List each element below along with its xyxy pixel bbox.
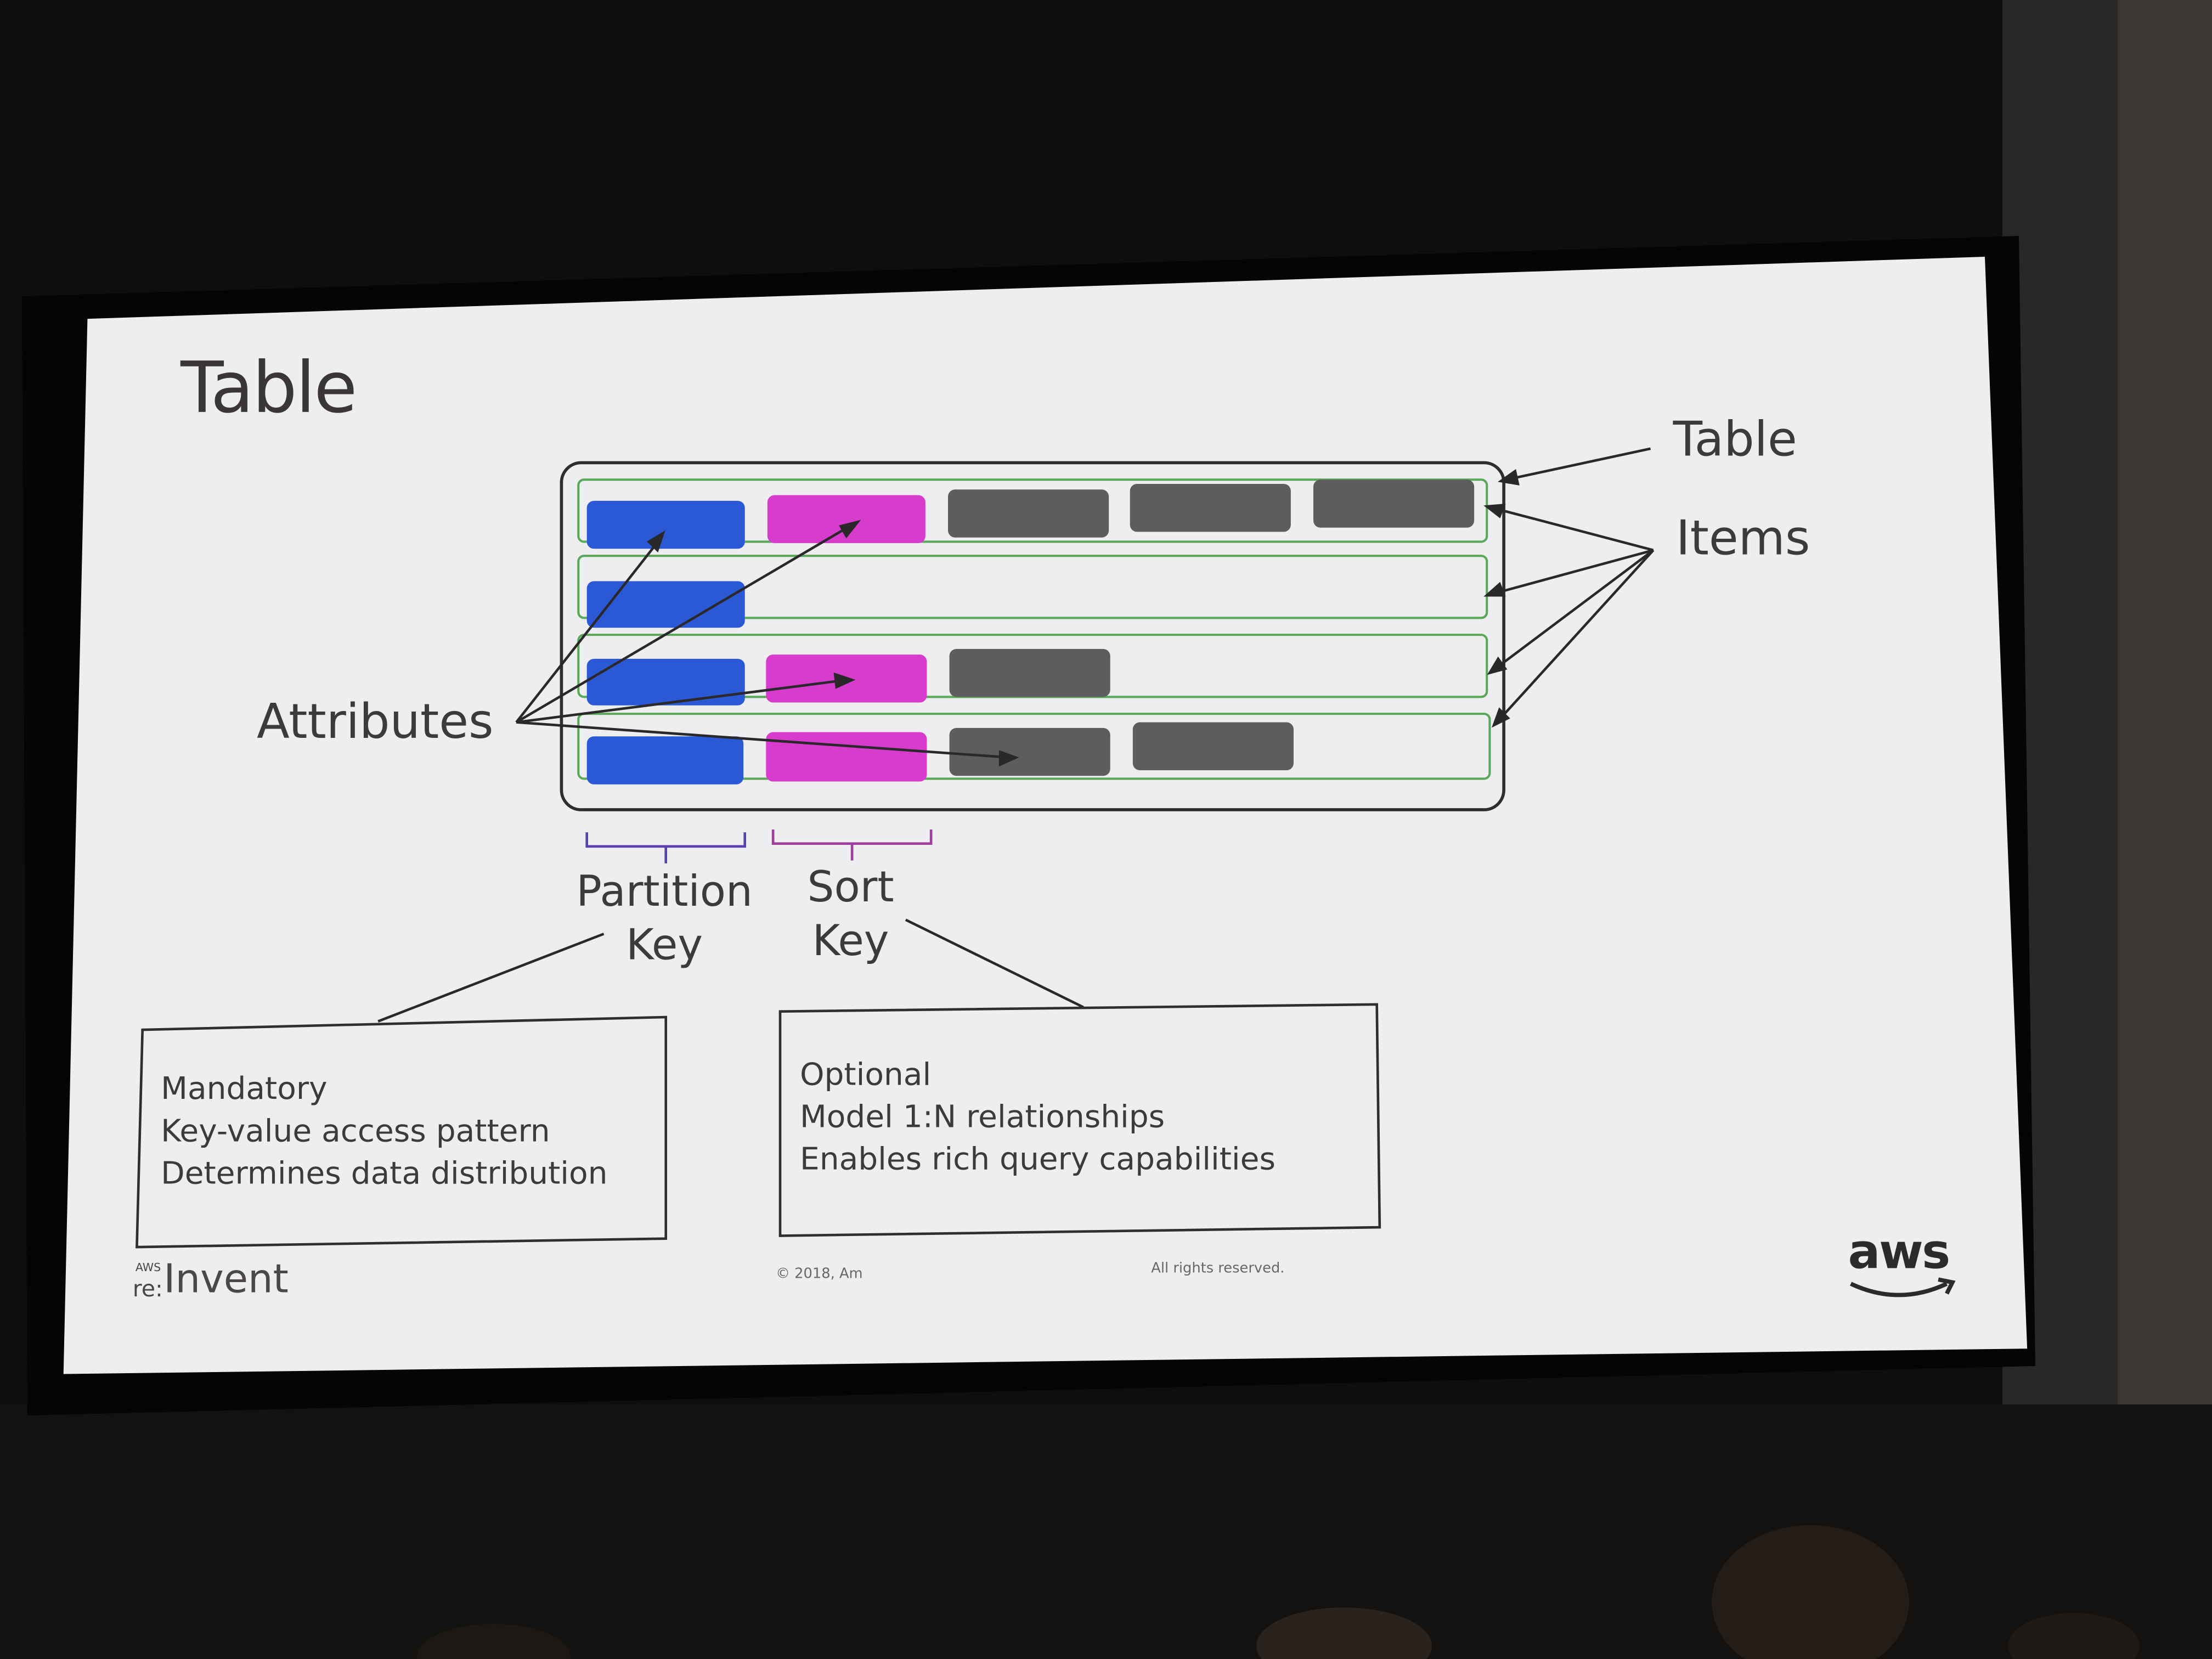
table-label: Table bbox=[1673, 411, 1797, 469]
table-arrow bbox=[1498, 447, 1651, 486]
sort-key-description: Optional Model 1:N relationships Enables… bbox=[800, 1055, 1276, 1182]
item-1-outline bbox=[577, 478, 1488, 543]
aws-logo-text: aws bbox=[1848, 1224, 1951, 1281]
partition-key-description: Mandatory Key-value access pattern Deter… bbox=[161, 1069, 607, 1196]
attribute bbox=[949, 727, 1110, 776]
sort-key-attribute bbox=[767, 495, 926, 543]
table-outline bbox=[560, 461, 1505, 811]
attribute bbox=[947, 489, 1109, 538]
partition-key-label: Partition Key bbox=[576, 867, 753, 971]
description-line: Key-value access pattern bbox=[161, 1114, 550, 1150]
attribute bbox=[1313, 479, 1475, 528]
reinvent-re: re: bbox=[132, 1275, 163, 1302]
sort-key-box bbox=[778, 1003, 1381, 1237]
partition-key-attribute bbox=[586, 500, 745, 549]
sort-key-label: Sort Key bbox=[807, 863, 894, 967]
partition-key-attribute bbox=[586, 736, 744, 785]
slide-title: Table bbox=[180, 347, 357, 429]
attributes-arrows bbox=[515, 520, 1019, 767]
slide-surface bbox=[63, 256, 2028, 1374]
partition-key-attribute bbox=[586, 658, 745, 706]
copyright-text: © 2018, Am bbox=[776, 1267, 863, 1283]
rights-text: All rights reserved. bbox=[1151, 1261, 1285, 1277]
partition-key-brace bbox=[585, 832, 747, 864]
reinvent-invent: Invent bbox=[163, 1255, 289, 1302]
attribute bbox=[949, 648, 1110, 697]
description-line: Optional bbox=[799, 1058, 932, 1093]
partition-key-box bbox=[136, 1015, 668, 1249]
description-line: Determines data distribution bbox=[161, 1156, 608, 1192]
attributes-label: Attributes bbox=[256, 694, 494, 751]
attribute bbox=[1130, 483, 1291, 532]
partition-key-attribute bbox=[586, 581, 745, 628]
item-4-outline bbox=[577, 713, 1491, 780]
items-label: Items bbox=[1675, 510, 1810, 567]
description-line: Mandatory bbox=[161, 1072, 328, 1108]
reinvent-aws-small: AWS bbox=[135, 1261, 161, 1274]
attribute bbox=[1132, 722, 1294, 770]
item-2-outline bbox=[577, 555, 1488, 619]
sort-key-brace bbox=[771, 829, 933, 861]
description-line: Model 1:N relationships bbox=[799, 1100, 1165, 1136]
partition-key-connector bbox=[377, 933, 605, 1023]
sort-key-attribute bbox=[766, 732, 927, 782]
sort-key-connector bbox=[905, 918, 1084, 1009]
description-line: Enables rich query capabilities bbox=[799, 1142, 1276, 1178]
items-arrows bbox=[1483, 503, 1655, 728]
aws-smile-icon bbox=[1850, 1277, 1956, 1297]
